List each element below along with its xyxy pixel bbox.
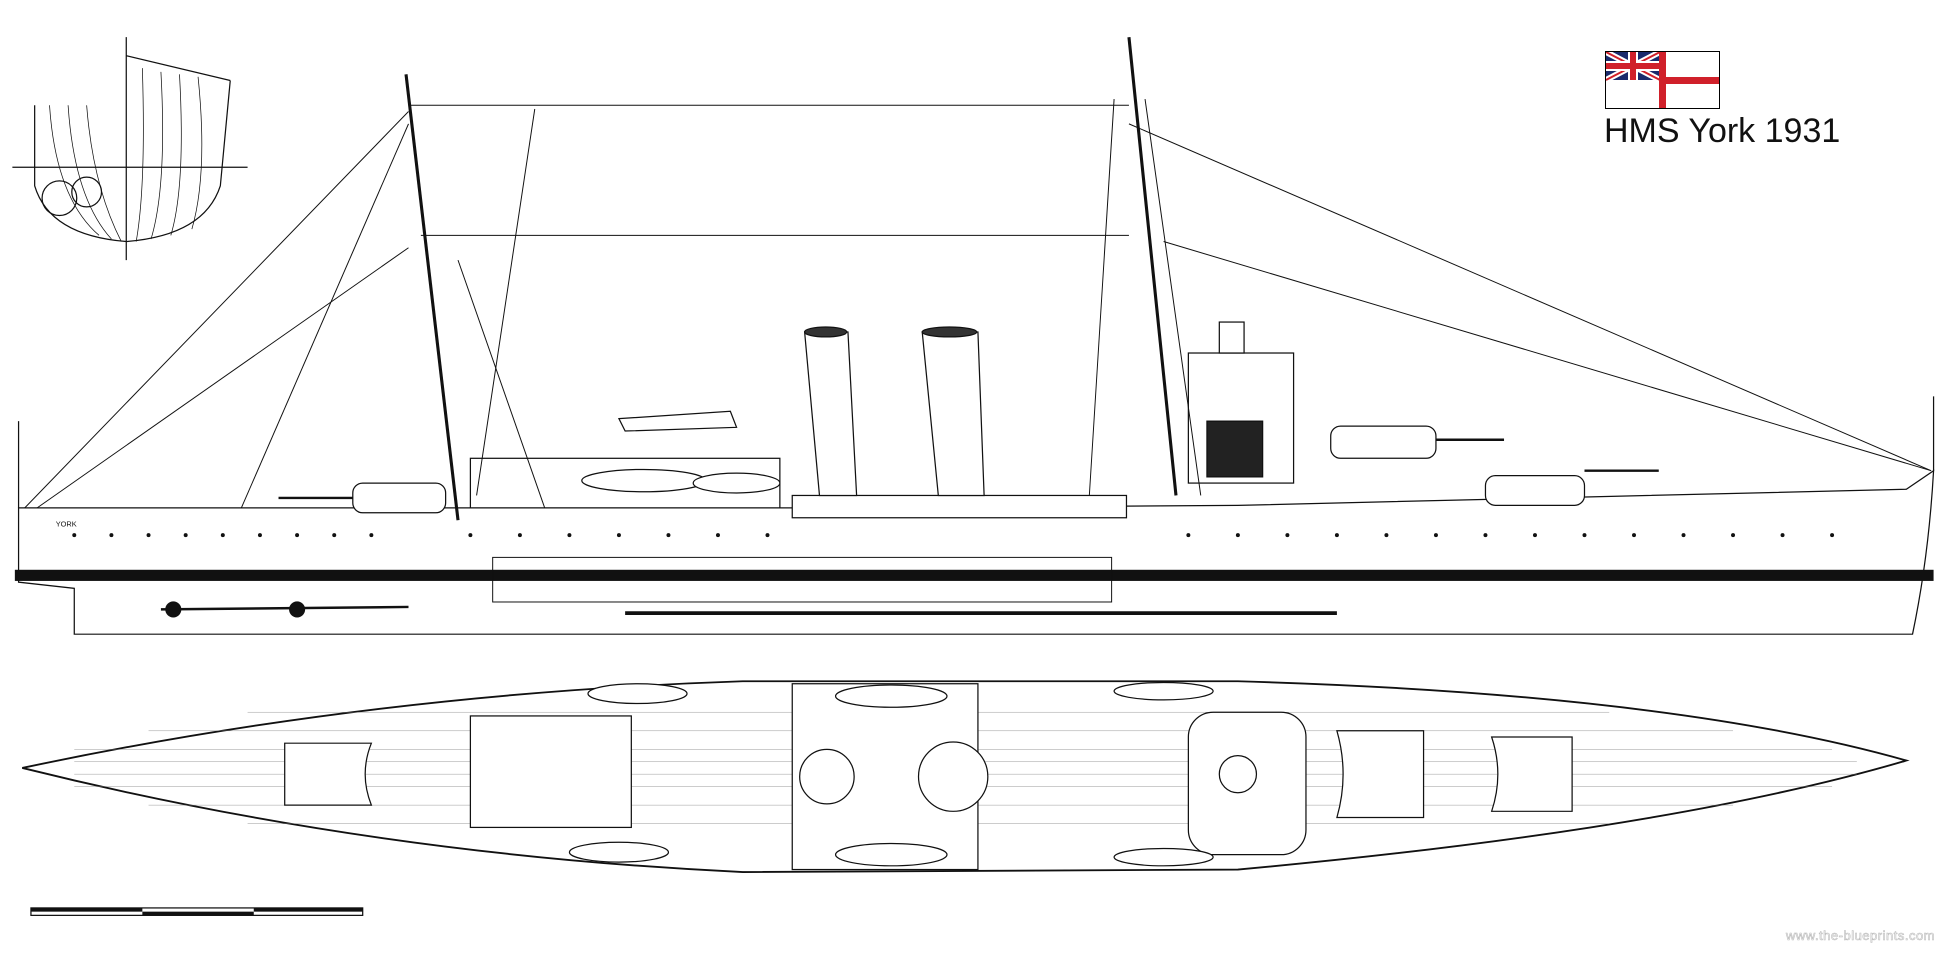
scale-bar [30, 907, 364, 916]
boot-topping-stripe [14, 569, 1934, 581]
main-mast [404, 74, 460, 521]
fore-mast [1127, 37, 1178, 496]
white-ensign-flag [1604, 49, 1720, 109]
plan-view [22, 680, 1910, 873]
hull-name-label: YORK [56, 519, 77, 528]
watermark: www.the-blueprints.com [1786, 928, 1935, 944]
fore-funnel [803, 331, 858, 497]
drawing-title: HMS York 1931 [1604, 112, 1841, 150]
body-plan [12, 37, 248, 261]
aft-funnel [921, 331, 985, 497]
side-profile: YORK [14, 37, 1935, 635]
